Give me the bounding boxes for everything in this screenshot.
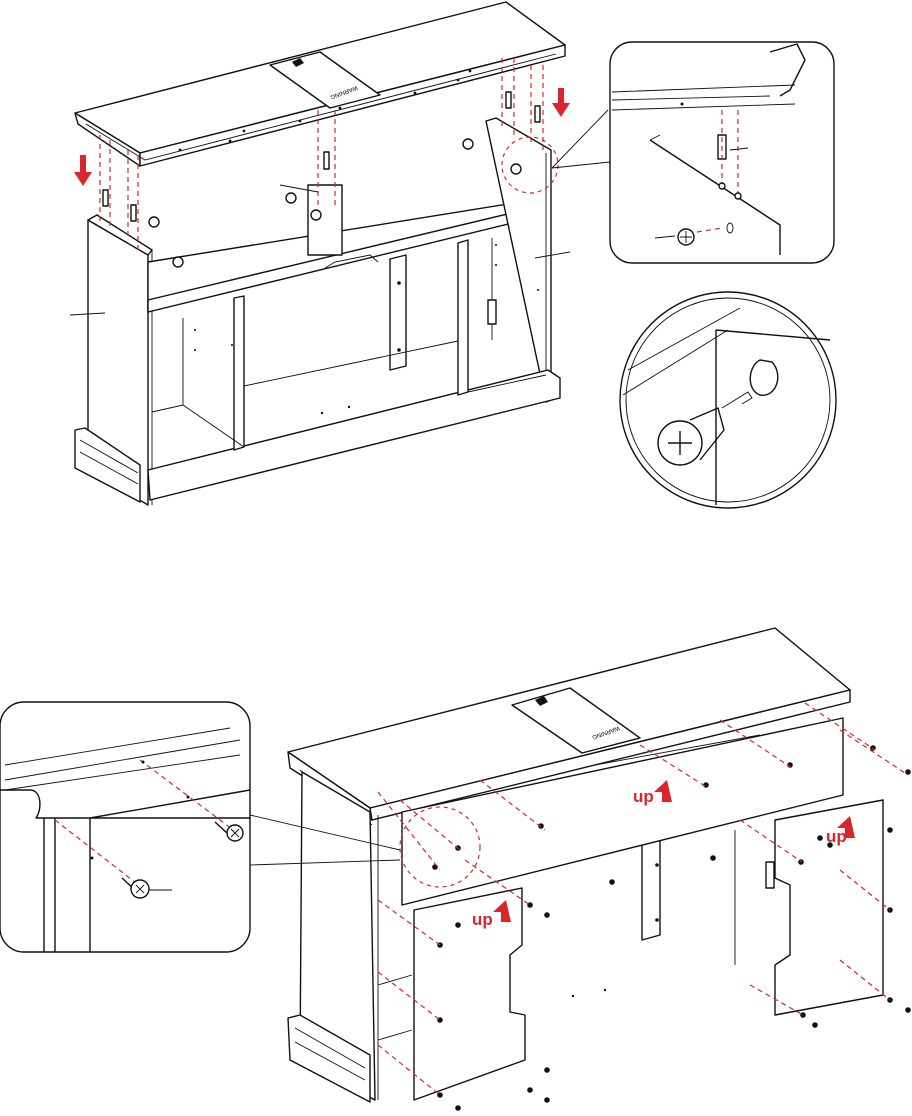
right-back-panel: up	[775, 800, 883, 1015]
step-top-assembly: WARNING	[70, 2, 836, 508]
up-label: up	[472, 910, 493, 929]
arrow-down-icon	[552, 88, 570, 117]
screw-detail	[0, 702, 250, 952]
up-label: up	[633, 787, 654, 806]
left-back-panel: up	[414, 888, 525, 1100]
screw-icon	[215, 822, 243, 841]
arrow-down-icon	[74, 155, 92, 186]
cam-lock-detail	[620, 292, 836, 508]
screw-icon	[122, 878, 149, 898]
step-bottom-assembly: WARNING up up	[0, 628, 911, 1111]
cam-bolt-detail	[610, 42, 834, 263]
